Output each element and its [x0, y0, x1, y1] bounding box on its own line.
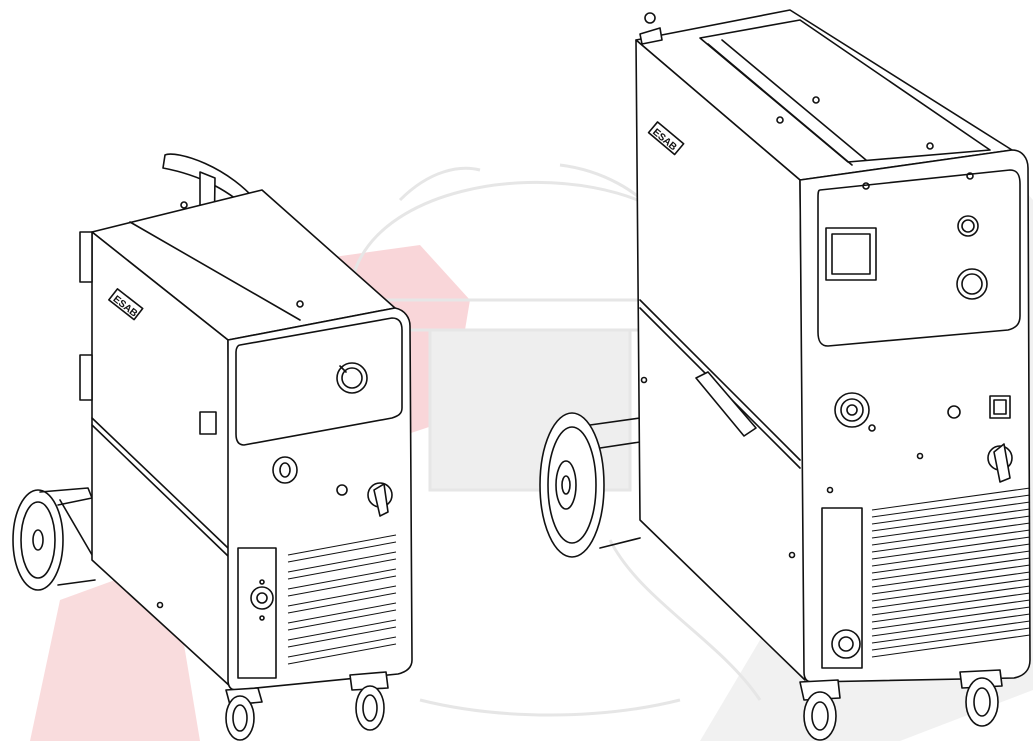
right-rear-wheel — [539, 412, 641, 558]
right-lifting-eye — [639, 27, 663, 45]
right-display-window — [825, 227, 877, 281]
left-side-hinges — [79, 231, 93, 401]
right-small-knob — [957, 215, 979, 237]
right-front-casters — [799, 669, 1003, 741]
left-welding-machine: ESAB — [12, 153, 413, 741]
right-indicator-lamp — [947, 405, 961, 419]
left-front-casters — [225, 671, 389, 741]
left-control-panel — [235, 317, 403, 446]
right-side-handle — [695, 371, 757, 437]
right-welding-machine: ESAB — [539, 9, 1031, 741]
right-power-switch — [987, 443, 1013, 483]
watermark-helmet — [327, 163, 763, 717]
right-ventilation-grille — [871, 487, 1031, 658]
left-indicator-lamp — [336, 484, 348, 496]
left-torch-socket — [272, 456, 298, 484]
left-power-switch — [367, 482, 393, 517]
left-side-latch — [199, 411, 217, 435]
right-large-knob — [956, 268, 988, 300]
right-control-panel — [817, 169, 1021, 347]
left-ventilation-grille — [287, 534, 397, 665]
left-voltage-knob — [336, 362, 368, 394]
right-torch-socket — [834, 392, 876, 432]
right-mains-switch-box — [989, 395, 1011, 419]
right-side-panel — [635, 39, 806, 681]
right-output-panel — [821, 507, 863, 669]
left-rear-wheel — [12, 487, 96, 591]
left-output-panel — [237, 547, 277, 679]
